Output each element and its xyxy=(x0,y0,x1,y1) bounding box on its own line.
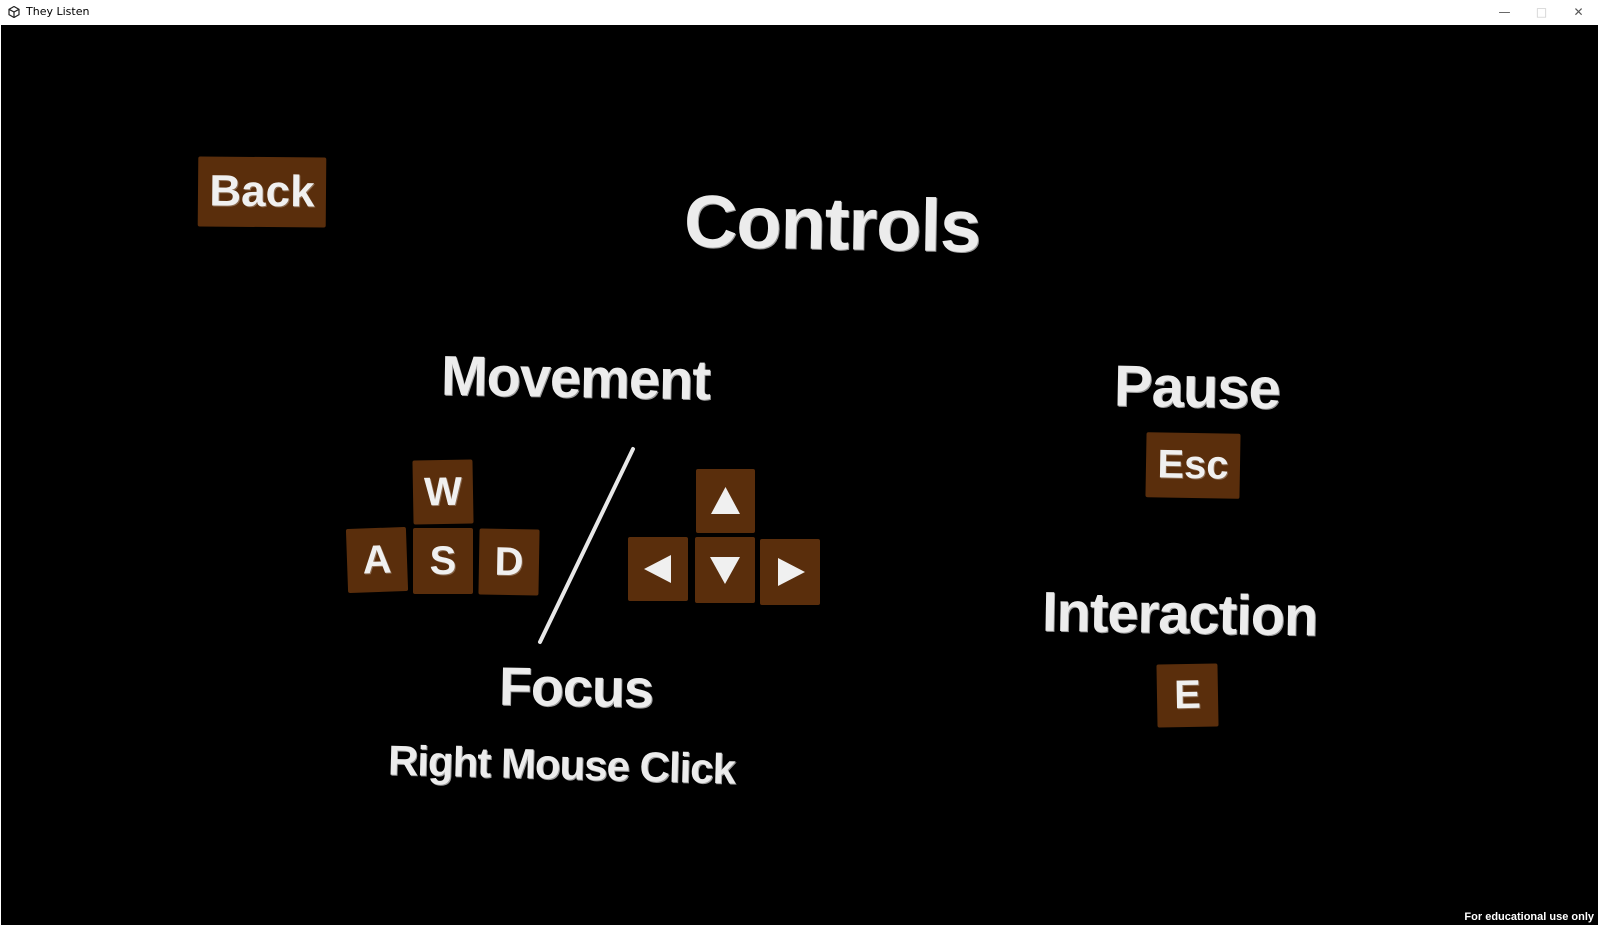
game-viewport: Back Controls Movement W A S D xyxy=(1,25,1598,925)
arrow-left-key xyxy=(628,537,688,601)
arrow-down-icon xyxy=(710,557,740,584)
maximize-button[interactable]: □ xyxy=(1535,5,1548,19)
arrow-up-icon xyxy=(711,487,740,514)
back-button[interactable]: Back xyxy=(197,156,327,228)
a-key: A xyxy=(345,526,409,594)
window-title: They Listen xyxy=(26,5,90,18)
arrow-right-key xyxy=(760,539,820,605)
minimize-button[interactable]: — xyxy=(1498,5,1511,19)
focus-heading: Focus xyxy=(498,656,654,720)
educational-use-note: For educational use only xyxy=(1464,911,1594,923)
e-key: E xyxy=(1156,663,1219,728)
s-key: S xyxy=(413,528,473,594)
arrow-up-key xyxy=(696,469,755,533)
esc-key: Esc xyxy=(1145,432,1241,499)
movement-heading: Movement xyxy=(440,343,711,412)
arrow-right-icon xyxy=(778,558,805,586)
page-title: Controls xyxy=(683,179,981,268)
arrow-down-key xyxy=(695,537,755,603)
interaction-heading: Interaction xyxy=(1041,579,1318,648)
w-key: W xyxy=(412,459,474,525)
unity-icon xyxy=(8,6,20,18)
divider-slash xyxy=(538,447,635,644)
arrow-left-icon xyxy=(644,555,671,583)
focus-binding: Right Mouse Click xyxy=(387,736,736,793)
pause-heading: Pause xyxy=(1113,353,1281,422)
close-button[interactable]: ✕ xyxy=(1573,5,1584,19)
title-bar[interactable]: They Listen — □ ✕ xyxy=(0,0,1600,25)
